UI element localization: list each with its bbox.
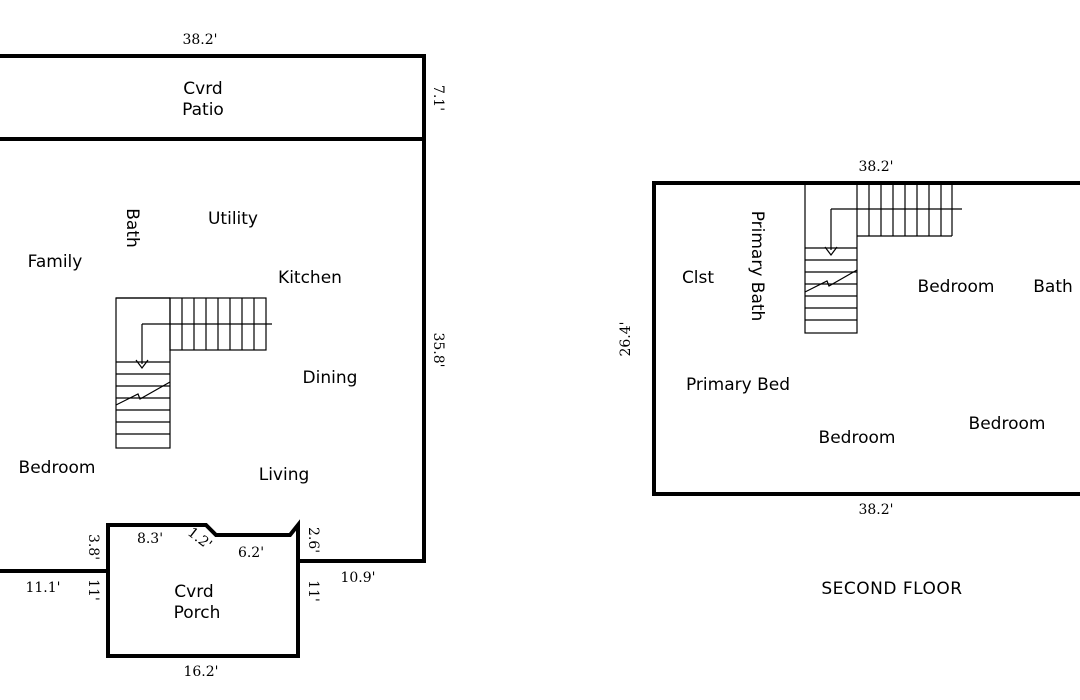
room-label-primary-bath: Primary Bath	[747, 211, 767, 322]
first-floor: Cvrd Patio Bath Utility Family Kitchen D…	[0, 32, 446, 680]
dimension-porch-top-left: 8.3'	[137, 531, 163, 547]
first-floor-stairs	[115, 297, 272, 449]
room-label-bedroom-bottom-left: Bedroom	[819, 428, 896, 448]
room-label-cvrd-patio-line1: Cvrd	[183, 79, 222, 99]
dimension-patio-depth: 7.1'	[430, 85, 446, 111]
dimension-bottom-width: 38.2'	[858, 502, 893, 518]
room-label-bedroom-top: Bedroom	[918, 277, 995, 297]
dimension-porch-right-side: 11'	[305, 580, 321, 602]
room-label-utility: Utility	[208, 209, 258, 229]
room-label-family: Family	[28, 252, 83, 272]
dimension-porch-right-offset: 2.6'	[305, 527, 321, 553]
room-label-bath: Bath	[1033, 277, 1073, 297]
first-floor-exterior-wall	[0, 54, 426, 658]
floor-caption: SECOND FLOOR	[821, 579, 962, 599]
room-label-primary-bed: Primary Bed	[686, 375, 790, 395]
dimension-porch-left-side: 11'	[85, 579, 101, 601]
room-label-cvrd-porch-line1: Cvrd	[174, 582, 213, 602]
dimension-left-bottom: 11.1'	[25, 580, 60, 596]
room-label-bedroom-bottom-right: Bedroom	[969, 414, 1046, 434]
room-label-bath: Bath	[122, 208, 142, 248]
dimension-right-bottom: 10.9'	[340, 570, 375, 586]
dimension-left-depth: 26.4'	[618, 321, 634, 356]
second-floor-exterior-wall	[652, 181, 1080, 496]
second-floor: Clst Primary Bath Bedroom Bath Primary B…	[618, 159, 1080, 599]
dimension-porch-bottom: 16.2'	[183, 664, 218, 680]
dimension-porch-top-right: 6.2'	[238, 545, 264, 561]
porch-top-wall	[106, 519, 300, 571]
dimension-top-width: 38.2'	[182, 32, 217, 48]
dimension-top-width: 38.2'	[858, 159, 893, 175]
room-label-bedroom: Bedroom	[19, 458, 96, 478]
room-label-clst: Clst	[682, 268, 714, 288]
room-label-cvrd-patio-line2: Patio	[182, 100, 224, 120]
room-label-dining: Dining	[303, 368, 358, 388]
room-label-kitchen: Kitchen	[278, 268, 342, 288]
room-label-cvrd-porch-line2: Porch	[174, 603, 221, 623]
dimension-right-depth: 35.8'	[430, 332, 446, 367]
dimension-porch-left-offset: 3.8'	[85, 534, 101, 560]
second-floor-stairs	[804, 183, 962, 334]
room-label-living: Living	[259, 465, 310, 485]
